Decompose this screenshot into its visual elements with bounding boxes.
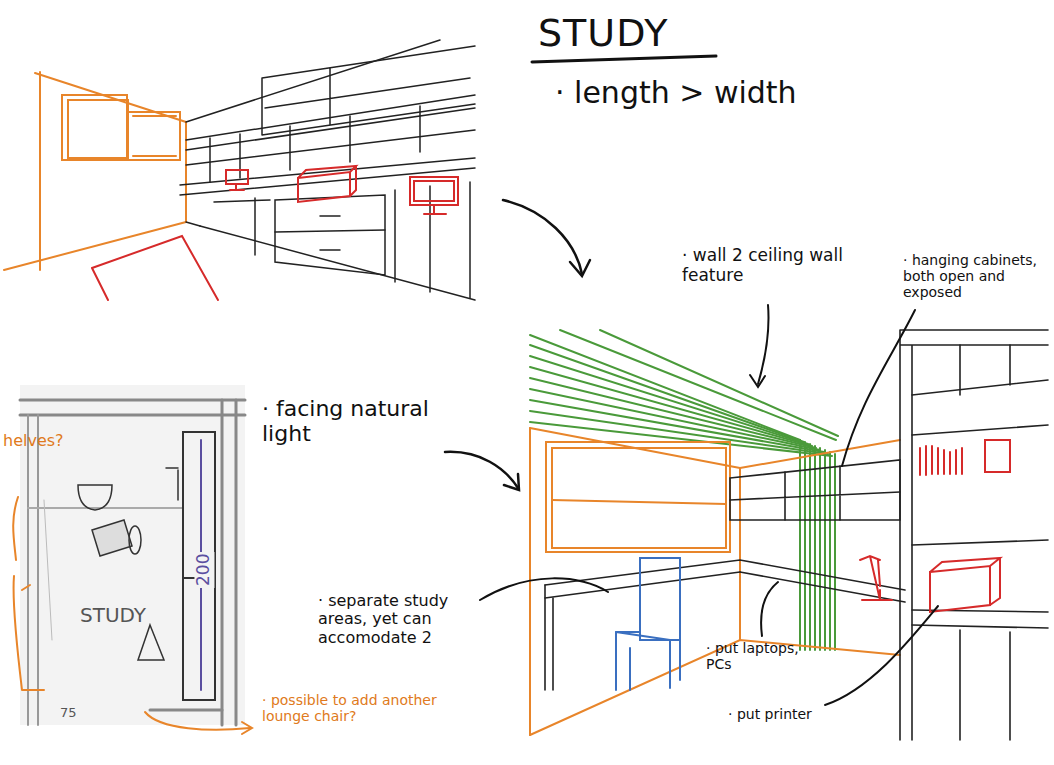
dimension: 75	[60, 706, 77, 721]
note: · length > width	[555, 76, 797, 111]
note: · put printer	[728, 706, 812, 722]
note: helves?	[3, 432, 64, 450]
room-label: STUDY	[80, 604, 146, 627]
note: · hanging cabinets, both open and expose…	[903, 252, 1048, 300]
note: · wall 2 ceiling wall feature	[682, 246, 887, 285]
note: · possible to add another lounge chair?	[262, 692, 447, 724]
note: · separate study areas, yet can accomoda…	[318, 592, 483, 647]
note: · put laptops, PCs	[706, 640, 806, 672]
note: · facing natural light	[262, 396, 452, 447]
dimension: 200	[194, 552, 214, 588]
title: STUDY	[538, 12, 669, 56]
